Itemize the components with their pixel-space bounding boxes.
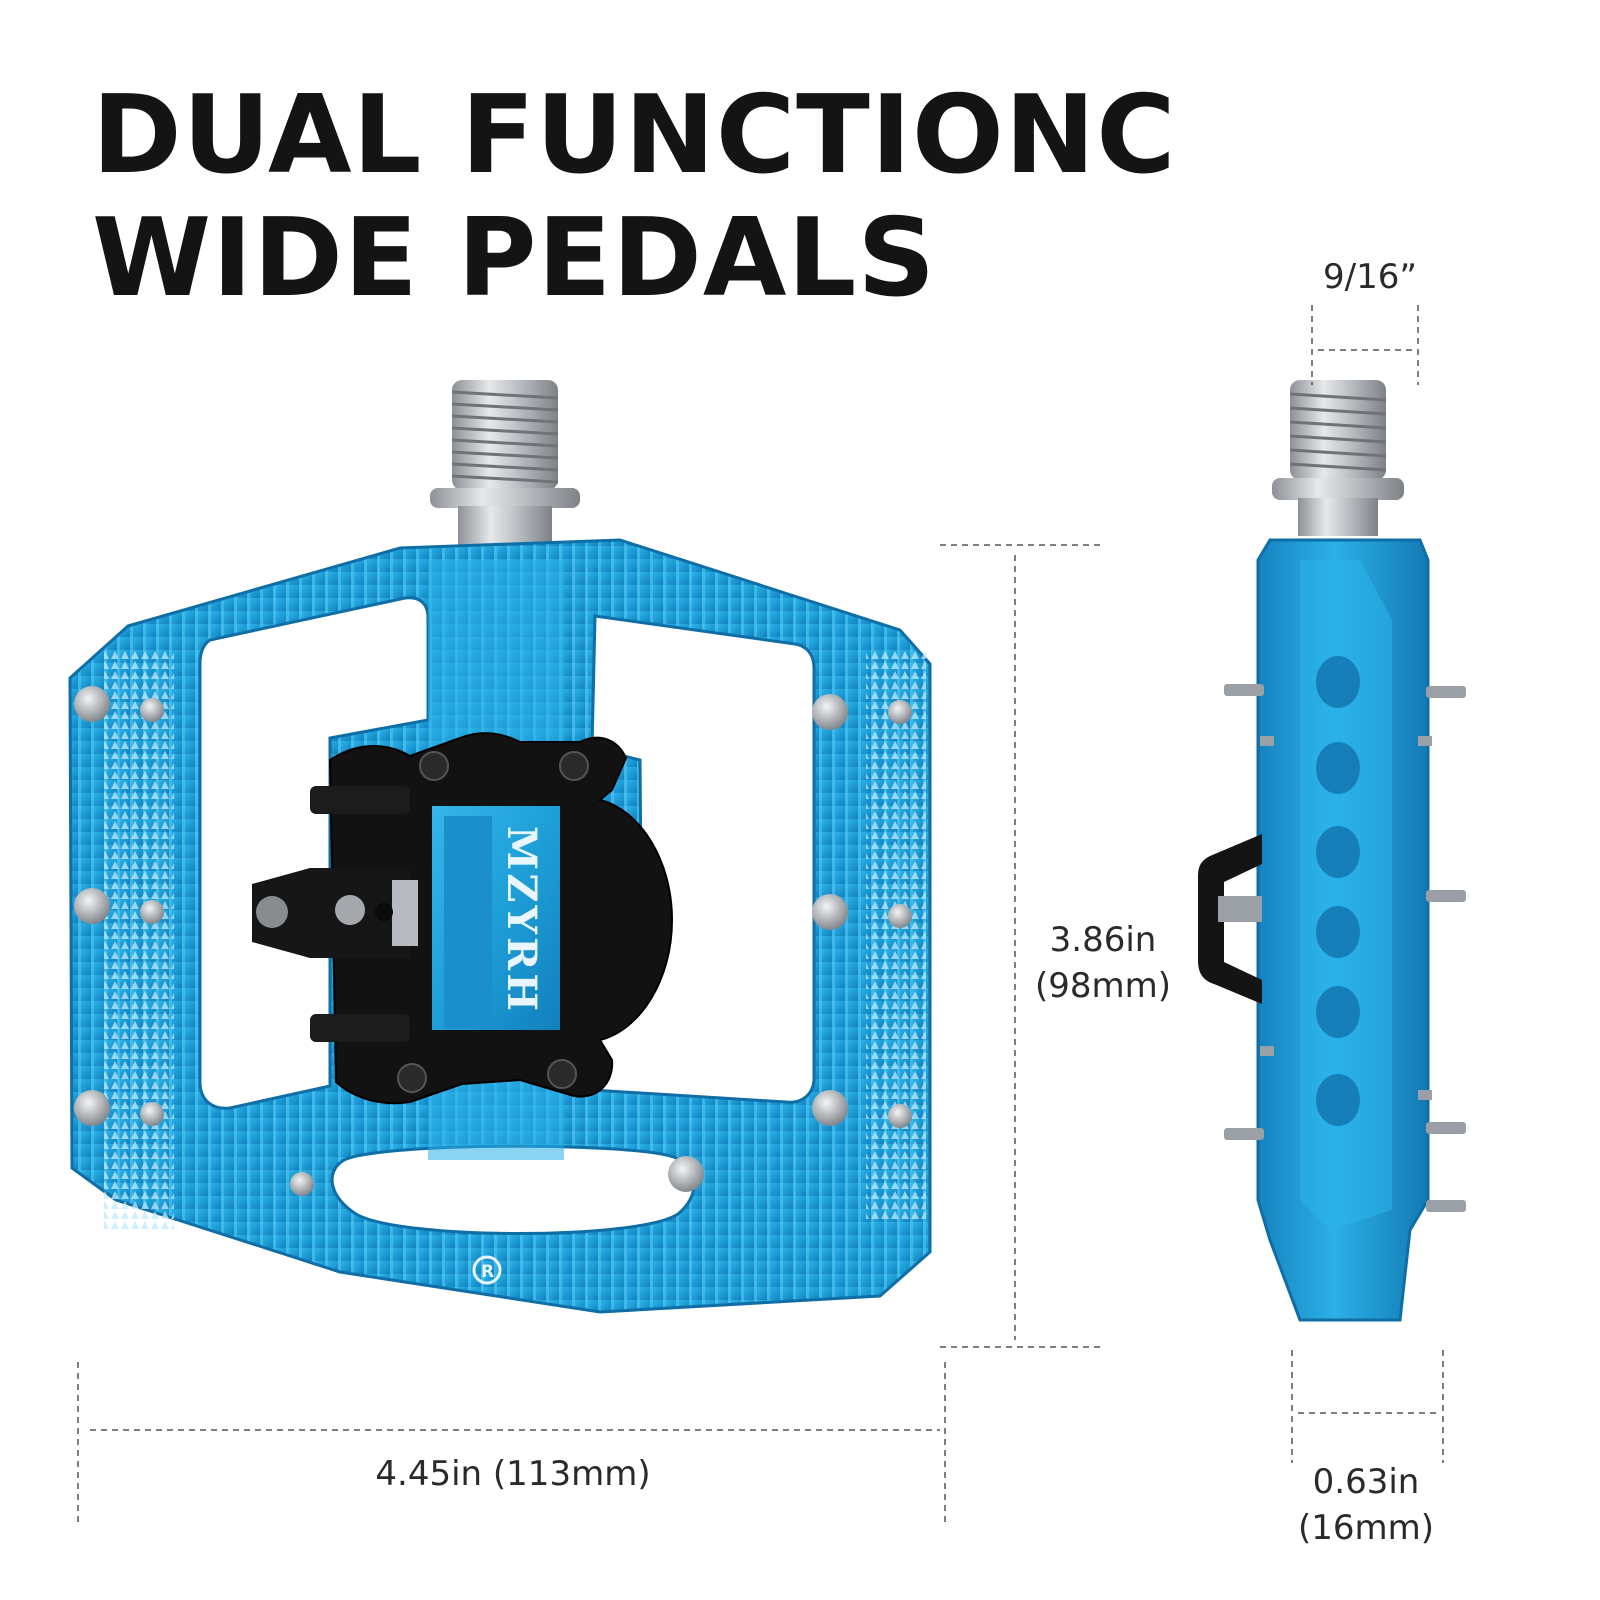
width-mm: (98mm): [1034, 965, 1172, 1006]
width-inches: 3.86in: [1049, 920, 1157, 960]
clip-mechanism: [252, 732, 674, 1105]
side-spindle: [1272, 380, 1404, 536]
spindle-thread: [430, 380, 580, 546]
headline-line-1: DUAL FUNCTIONC: [92, 73, 1177, 198]
side-clip: [1198, 834, 1262, 1004]
side-pedal: [1198, 380, 1466, 1322]
grip-texture-left: [104, 650, 174, 1230]
front-pedal: MZYRH R: [68, 380, 932, 1314]
registered-icon: [472, 1255, 502, 1285]
grip-texture-right: [866, 650, 926, 1220]
headline-line-2: WIDE PEDALS: [92, 196, 937, 321]
thickness-dimension-label: 0.63in (16mm): [1286, 1460, 1446, 1552]
thickness-mm: (16mm): [1297, 1507, 1435, 1548]
dimension-lines: [77, 305, 1444, 1525]
side-pins: [1224, 684, 1466, 1212]
side-cutouts: [1316, 656, 1360, 1126]
width-dimension-label: 3.86in (98mm): [1023, 918, 1183, 1010]
spindle-size: 9/16”: [1323, 257, 1417, 297]
length-dimension-label: 4.45in (113mm): [368, 1452, 658, 1498]
thickness-inches: 0.63in: [1312, 1462, 1420, 1502]
spindle-dimension-label: 9/16”: [1310, 255, 1430, 301]
traction-pins: [74, 686, 912, 1196]
registered-mark: R: [481, 1262, 494, 1282]
length-value: 4.45in (113mm): [375, 1454, 651, 1494]
brand-logo: MZYRH: [498, 826, 545, 1014]
cutout-left: [198, 596, 430, 1110]
